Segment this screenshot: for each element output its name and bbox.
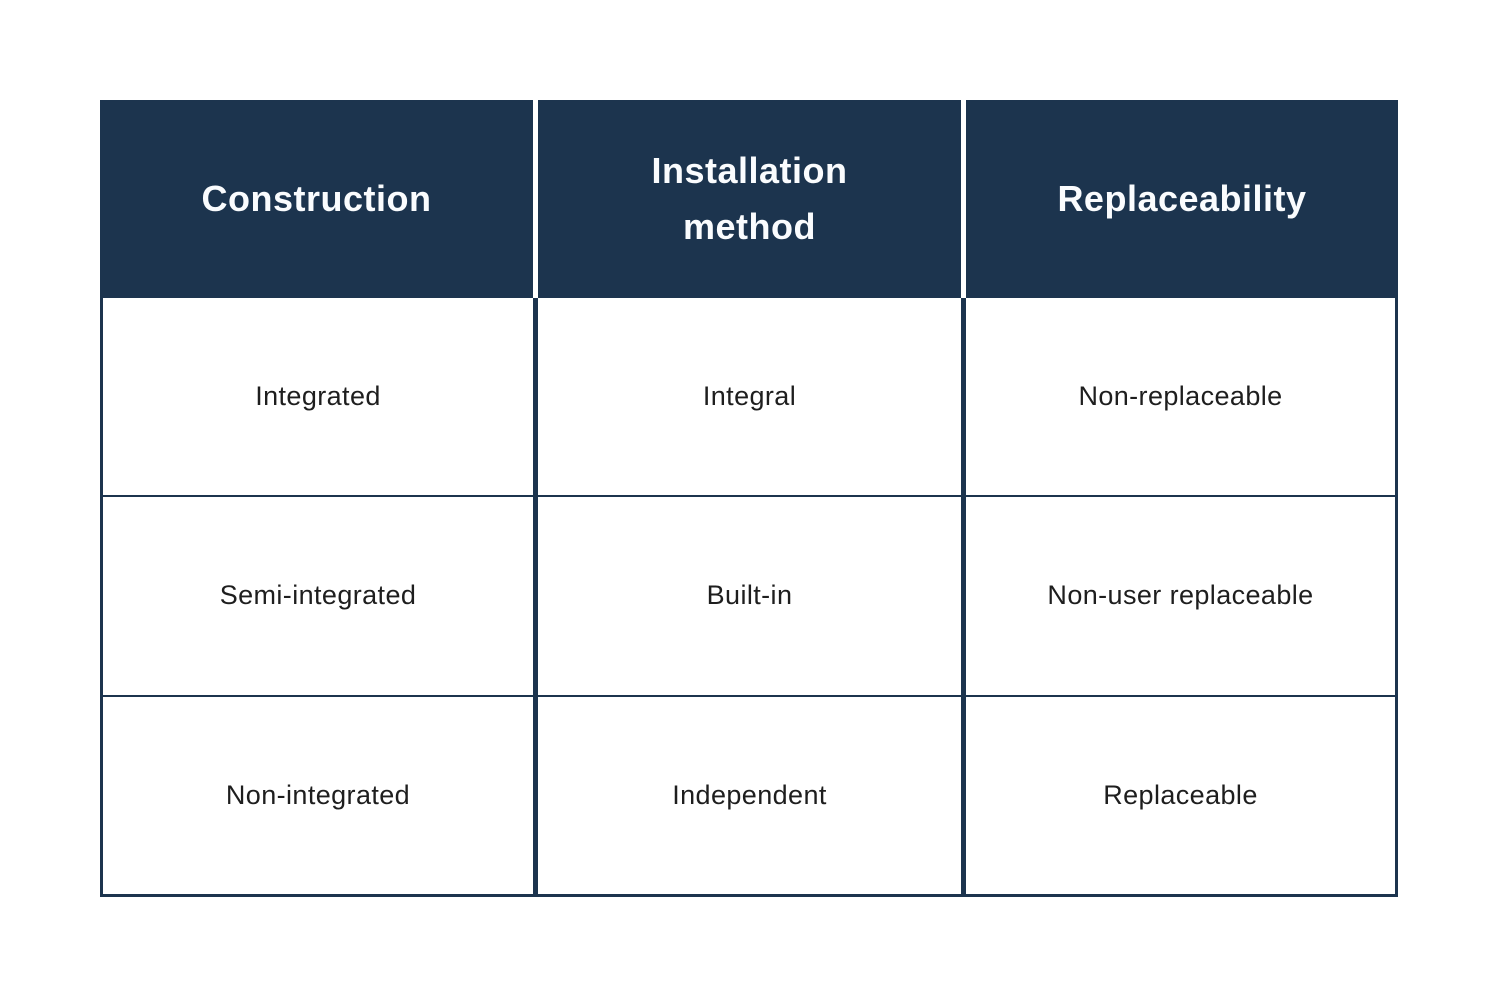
comparison-table: Construction Installation method Replace… <box>100 100 1398 897</box>
cell-construction-semi-integrated: Semi-integrated <box>103 497 533 695</box>
table-body: Integrated Integral Non-replaceable Semi… <box>100 298 1398 897</box>
table-row-semi-integrated: Semi-integrated Built-in Non-user replac… <box>103 497 1395 695</box>
cell-installation-integral: Integral <box>538 298 961 496</box>
cell-installation-built-in: Built-in <box>538 497 961 695</box>
header-cell-replaceability: Replaceability <box>966 100 1398 298</box>
cell-replaceability-non-replaceable: Non-replaceable <box>966 298 1395 496</box>
cell-installation-independent: Independent <box>538 696 961 894</box>
table-header-row: Construction Installation method Replace… <box>100 100 1398 298</box>
cell-construction-integrated: Integrated <box>103 298 533 496</box>
table-row-integrated: Integrated Integral Non-replaceable <box>103 298 1395 496</box>
table-row-non-integrated: Non-integrated Independent Replaceable <box>103 696 1395 894</box>
cell-replaceability-replaceable: Replaceable <box>966 696 1395 894</box>
cell-replaceability-non-user-replaceable: Non-user replaceable <box>966 497 1395 695</box>
header-cell-installation-method: Installation method <box>538 100 961 298</box>
cell-construction-non-integrated: Non-integrated <box>103 696 533 894</box>
header-cell-construction: Construction <box>100 100 533 298</box>
